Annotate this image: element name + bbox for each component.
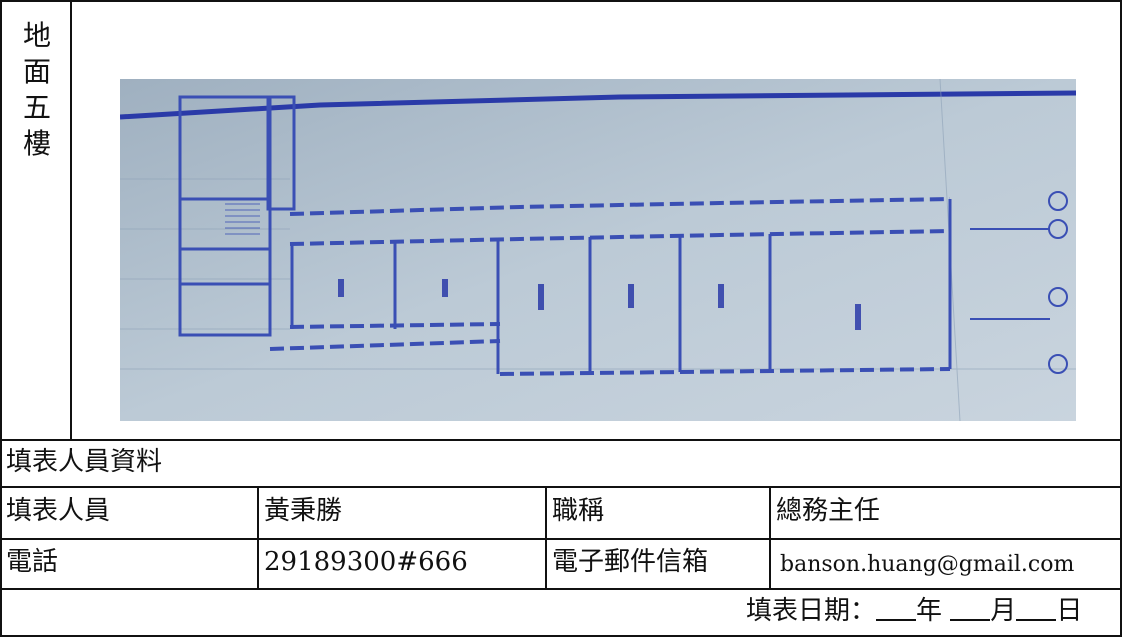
label-email: 電子郵件信箱 [552, 547, 709, 577]
day-label: 日 [1056, 596, 1083, 626]
date-line: 填表日期： 年 月 日 [746, 596, 1082, 626]
rule-col-3 [769, 487, 771, 589]
rule-left [0, 0, 2, 637]
label-title: 職稱 [552, 496, 605, 526]
date-prefix: 填表日期： [746, 596, 877, 626]
floor-label-char: 五 [23, 91, 52, 124]
rule-row-1 [0, 439, 1122, 441]
floor-label: 地 面 五 樓 [23, 18, 59, 162]
day-blank[interactable] [1016, 597, 1057, 621]
value-email: banson.huang@gmail.com [780, 552, 1075, 577]
floor-plan-drawing [120, 79, 1076, 421]
rule-col-2 [545, 487, 547, 589]
value-filler-name: 黃秉勝 [264, 496, 343, 526]
label-filler: 填表人員 [6, 496, 111, 526]
rule-bottom [0, 635, 1122, 637]
year-blank[interactable] [876, 597, 917, 621]
rule-label-divider [70, 0, 72, 440]
value-phone: 29189300#666 [264, 547, 468, 577]
floor-plan-photo [120, 79, 1076, 421]
rule-right [1120, 0, 1122, 637]
floor-label-char: 地 [23, 19, 52, 52]
section-title: 填表人員資料 [6, 447, 163, 477]
rule-top [0, 0, 1122, 2]
floor-label-char: 面 [23, 55, 52, 88]
label-phone: 電話 [6, 547, 59, 577]
rule-row-2 [0, 486, 1122, 488]
floor-label-char: 樓 [23, 127, 52, 160]
month-label: 月 [990, 596, 1017, 626]
year-label: 年 [916, 596, 943, 626]
rule-row-3 [0, 538, 1122, 540]
month-blank[interactable] [950, 597, 991, 621]
value-title: 總務主任 [776, 496, 881, 526]
rule-row-4 [0, 588, 1122, 590]
rule-col-1 [257, 487, 259, 589]
